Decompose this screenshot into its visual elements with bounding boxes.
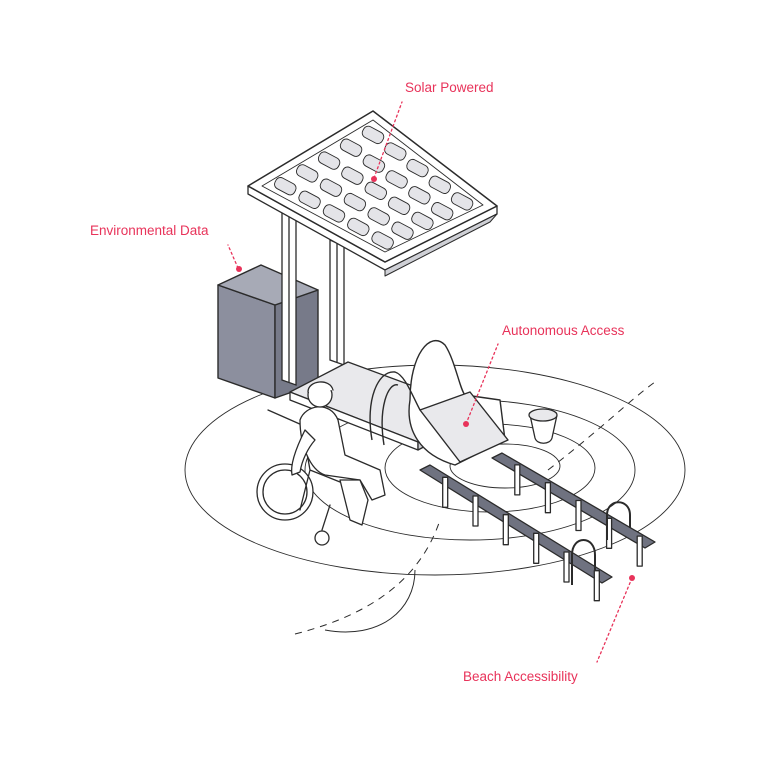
solar-cell [387, 196, 411, 215]
wheelchair-user-icon [256, 381, 386, 546]
solar-cell [361, 125, 385, 145]
callout-solar-powered: Solar Powered [405, 80, 494, 95]
solar-panel-icon [247, 110, 498, 277]
leader-autonomous [465, 343, 499, 425]
solar-cell [322, 204, 346, 223]
chair-rail [369, 371, 421, 441]
dashed-paths [294, 381, 656, 635]
person-leg [339, 479, 369, 526]
solar-cell [406, 158, 429, 178]
data-box-icon [217, 264, 319, 399]
solar-cell [384, 142, 407, 161]
solar-cell [274, 177, 297, 196]
ramp-post-far [575, 499, 582, 532]
leader-solar [373, 101, 403, 179]
solar-cell [295, 164, 319, 183]
ramp-post-far [636, 535, 643, 567]
ramp-post-near [472, 495, 479, 527]
ramp-post-near [502, 514, 509, 546]
dashed-path-left [294, 519, 441, 635]
chair-seat [419, 391, 509, 463]
dot-beach [629, 575, 635, 581]
ramp-post-far [514, 464, 521, 496]
solar-cell [317, 151, 341, 170]
wheel-caster [314, 530, 330, 546]
callout-environmental-data: Environmental Data [90, 223, 209, 238]
bucket-body [529, 414, 558, 444]
person-arm [290, 429, 316, 476]
solar-cell [367, 207, 390, 226]
dot-solar [371, 176, 377, 182]
solar-cell [411, 211, 434, 231]
ramp-post-far [544, 482, 552, 514]
ramp-post-near [442, 476, 449, 508]
bucket-icon [528, 408, 558, 444]
solar-cells [274, 125, 474, 250]
solar-cell [319, 178, 343, 197]
leader-environmental [227, 244, 239, 269]
wheel-rear-inner [262, 469, 308, 515]
wheel-rear [256, 463, 314, 521]
panel-underside [384, 213, 498, 277]
ramp-post-near [533, 532, 540, 564]
solar-cell [339, 138, 363, 157]
solar-cell [428, 175, 452, 194]
person-hair [307, 381, 334, 393]
solar-cell [391, 221, 414, 240]
ramp-posts [442, 464, 643, 602]
solar-cell [430, 202, 454, 221]
solar-cell [347, 217, 370, 237]
solar-cell [364, 181, 388, 200]
solar-cell [341, 166, 364, 185]
bucket-rim [528, 408, 558, 422]
callout-labels: Solar Powered Environmental Data Autonom… [90, 80, 625, 684]
solar-cell [408, 186, 431, 205]
ripple-core [449, 443, 561, 489]
dashed-path-curve [324, 569, 416, 633]
ramp-post-near [563, 551, 570, 583]
solar-cell [362, 154, 386, 173]
dot-autonomous [463, 421, 469, 427]
ramp-icon [419, 452, 656, 602]
ramp-hoop-2 [606, 501, 631, 540]
ramp-post-near [593, 570, 600, 602]
dashed-path-right [547, 381, 656, 471]
callout-leaders [227, 101, 633, 663]
callout-beach-accessibility: Beach Accessibility [463, 669, 578, 684]
callout-dots [236, 176, 635, 581]
solar-cell [371, 231, 394, 250]
dot-environmental [236, 266, 242, 272]
chair-rail-2 [381, 384, 399, 446]
solar-cell [450, 192, 474, 211]
solar-cell [298, 190, 321, 209]
boarding-chair-icon [369, 339, 509, 466]
solar-cell [385, 170, 408, 189]
leader-beach [596, 577, 633, 663]
ramp-rail-far [491, 452, 656, 549]
solar-cell [343, 192, 367, 212]
ramp-hoop-1 [571, 539, 596, 585]
callout-autonomous-access: Autonomous Access [502, 323, 625, 338]
